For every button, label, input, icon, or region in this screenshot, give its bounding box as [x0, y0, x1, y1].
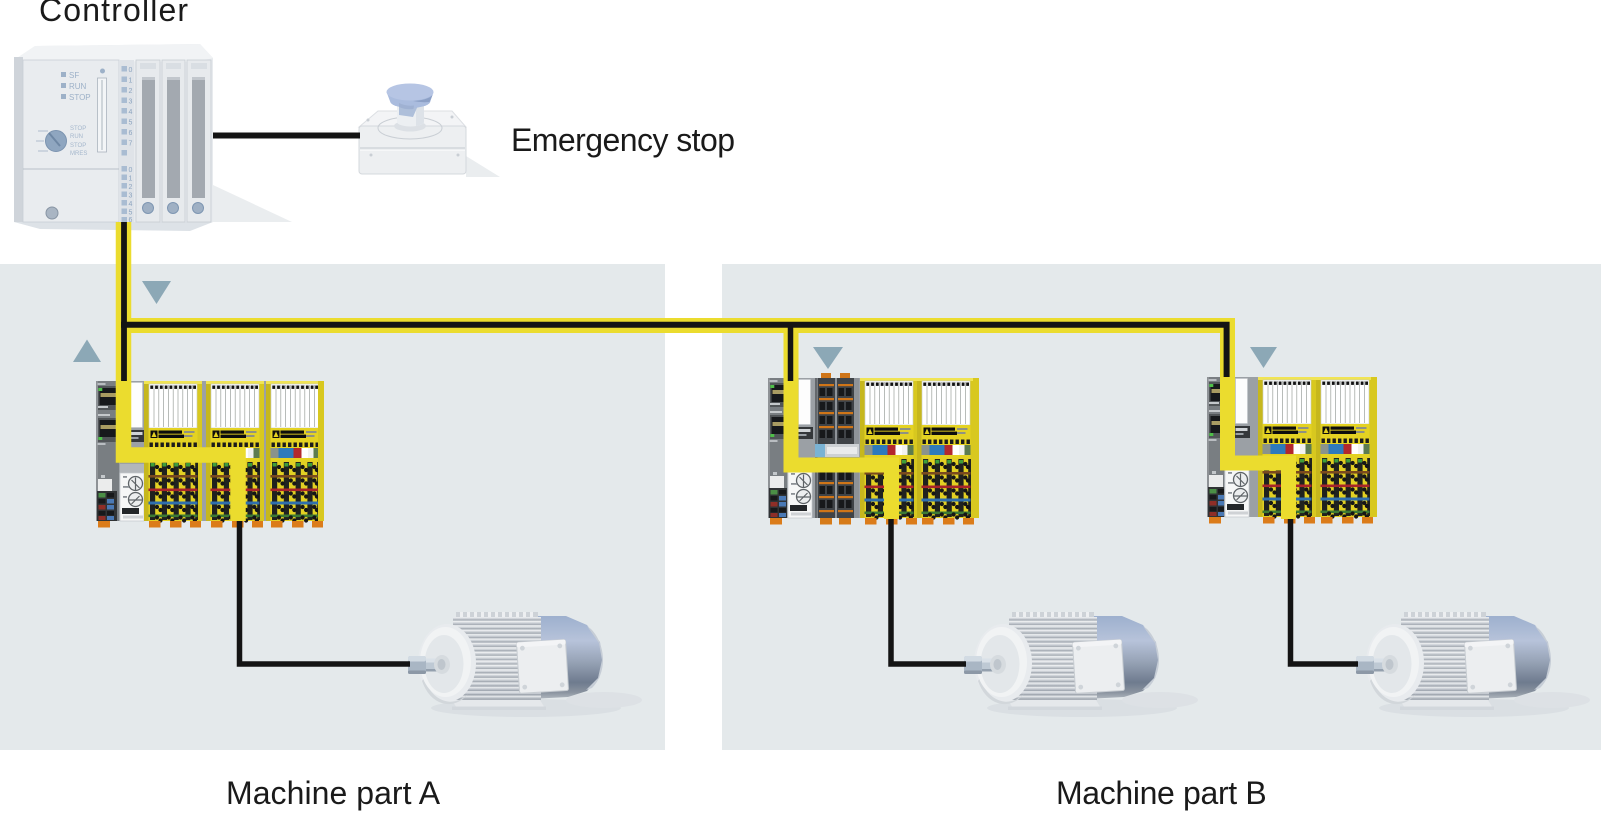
svg-text:2: 2 [129, 184, 133, 191]
svg-text:RUN: RUN [69, 82, 87, 91]
svg-text:STOP: STOP [69, 93, 91, 102]
svg-text:0: 0 [129, 67, 133, 74]
svg-text:STOP: STOP [70, 126, 86, 132]
svg-text:1: 1 [129, 176, 133, 183]
svg-text:3: 3 [129, 99, 133, 106]
svg-text:5: 5 [129, 210, 133, 217]
svg-text:4: 4 [129, 109, 133, 116]
svg-text:5: 5 [129, 120, 133, 127]
svg-text:2: 2 [129, 88, 133, 95]
svg-text:1: 1 [129, 78, 133, 85]
svg-text:SF: SF [69, 71, 79, 80]
svg-text:MRES: MRES [70, 151, 87, 157]
svg-text:3: 3 [129, 193, 133, 200]
svg-text:7: 7 [129, 141, 133, 148]
svg-text:6: 6 [129, 217, 133, 224]
svg-text:RUN: RUN [70, 134, 83, 140]
svg-text:6: 6 [129, 130, 133, 137]
svg-text:STOP: STOP [70, 143, 86, 149]
svg-text:4: 4 [129, 201, 133, 208]
svg-text:0: 0 [129, 167, 133, 174]
